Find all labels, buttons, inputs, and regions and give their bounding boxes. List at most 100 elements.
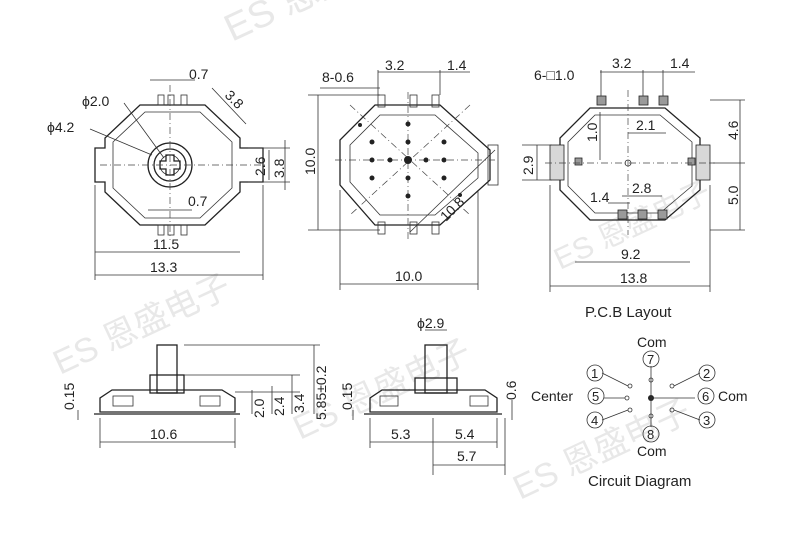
pin bbox=[409, 94, 418, 108]
dim-pcb-pitch: 3.2 bbox=[612, 55, 632, 71]
bottom-pin bbox=[180, 224, 188, 236]
dim-pitch: 3.2 bbox=[385, 57, 405, 73]
contact bbox=[627, 407, 633, 413]
leader-ring bbox=[89, 128, 153, 156]
dim-inner-width: 11.5 bbox=[153, 236, 179, 252]
top-pin bbox=[157, 94, 165, 106]
top-view-inner-outline bbox=[112, 111, 233, 219]
contact bbox=[669, 407, 675, 413]
dim-pcb-pad-pitch: 1.4 bbox=[670, 55, 690, 71]
shaft-collar bbox=[414, 377, 458, 394]
dim-side-large: 3.8 bbox=[271, 158, 287, 178]
side-view-left: 0.15 2.0 2.4 3.4 5.85±0.2 10.6 bbox=[61, 344, 329, 448]
side-body bbox=[369, 389, 498, 413]
rotated-view: 8-0.6 3.2 1.4 10.0 10.8 10.0 bbox=[302, 57, 499, 290]
dim-left-height: 2.9 bbox=[520, 155, 536, 175]
pin bbox=[409, 221, 418, 235]
watermark-2: ES 恩盛电子 bbox=[47, 267, 236, 382]
dim-pad-spec: 6-□1.0 bbox=[534, 67, 575, 83]
top-pin bbox=[180, 94, 188, 106]
pin-label-1: 1 bbox=[591, 366, 598, 381]
side-notch bbox=[199, 395, 221, 407]
pin-circle-2 bbox=[698, 364, 716, 382]
pin bbox=[431, 94, 440, 108]
pcb-pad-small bbox=[574, 157, 583, 166]
side-tab bbox=[487, 144, 499, 186]
pin-label-6: 6 bbox=[702, 389, 709, 404]
dim-h-small: 2.1 bbox=[636, 117, 656, 133]
top-view: 0.7 3.8 ϕ2.0 ϕ4.2 2.6 3.8 0.7 11.5 13.3 bbox=[47, 66, 290, 280]
dim-right-half: 5.4 bbox=[455, 426, 475, 442]
dim-pin-pitch: 1.4 bbox=[447, 57, 467, 73]
pin bbox=[377, 221, 386, 235]
dim-right-lower: 5.0 bbox=[725, 185, 741, 205]
dim-height: 10.0 bbox=[302, 148, 318, 175]
pin-label-3: 3 bbox=[703, 413, 710, 428]
pin-label-5: 5 bbox=[592, 389, 599, 404]
dim-left-tab: 0.15 bbox=[61, 383, 77, 410]
pcb-pad bbox=[658, 95, 669, 106]
center-label: Center bbox=[531, 388, 573, 404]
com-label-bottom: Com bbox=[637, 443, 667, 459]
circuit-wire bbox=[601, 409, 629, 421]
dim-h2: 2.4 bbox=[271, 396, 287, 416]
pin-circle-8 bbox=[642, 425, 660, 443]
rotated-body bbox=[339, 104, 491, 226]
dim-total-height: 5.85±0.2 bbox=[313, 365, 329, 420]
bottom-pin bbox=[157, 224, 165, 236]
dim-right-offset: 5.7 bbox=[457, 448, 477, 464]
contact bbox=[669, 383, 675, 389]
side-body bbox=[99, 389, 236, 413]
circuit-diagram: 1 2 3 4 5 6 7 8 Com Com Com Center Circu… bbox=[531, 334, 748, 490]
watermark-1: ES 恩盛电子 bbox=[218, 0, 429, 50]
pcb-layout-title: P.C.B Layout bbox=[585, 304, 672, 321]
dim-right-tab: 0.6 bbox=[503, 380, 519, 400]
bottom-pin bbox=[167, 224, 175, 236]
circuit-diagram-title: Circuit Diagram bbox=[588, 473, 691, 490]
dim-pcb-overall-width: 13.8 bbox=[620, 270, 647, 286]
pcb-right-tab bbox=[695, 144, 711, 181]
dim-h3: 3.4 bbox=[291, 393, 307, 413]
circuit-wire bbox=[601, 372, 629, 387]
top-view-body bbox=[94, 104, 264, 226]
pin-circle-3 bbox=[698, 411, 716, 429]
rotated-hole-grid bbox=[358, 121, 462, 199]
dim-right-upper: 4.6 bbox=[725, 120, 741, 140]
pin-label-2: 2 bbox=[703, 366, 710, 381]
leader-knob bbox=[123, 102, 165, 159]
pin-label-4: 4 bbox=[591, 413, 598, 428]
dim-bottom-pitch: 1.4 bbox=[590, 189, 610, 205]
dim-bottom-span: 2.8 bbox=[632, 180, 652, 196]
contact bbox=[624, 395, 630, 401]
dim-bottom-gap: 0.7 bbox=[188, 193, 208, 209]
pcb-layout: 6-□1.0 3.2 1.4 1.0 2.1 4.6 5.0 2.9 1.4 2… bbox=[520, 55, 745, 321]
dim-diagonal: 10.8 bbox=[437, 193, 468, 224]
pcb-pad bbox=[657, 209, 668, 220]
dim-line bbox=[409, 149, 496, 233]
contact bbox=[648, 413, 654, 419]
side-view-right: ϕ2.9 0.15 0.6 5.3 5.4 5.7 bbox=[339, 315, 519, 475]
side-notch bbox=[469, 395, 489, 407]
dim-ring-dia: ϕ4.2 bbox=[47, 119, 75, 135]
dim-knob-dia: ϕ2.0 bbox=[82, 93, 110, 109]
dim-pcb-inner-width: 9.2 bbox=[621, 246, 641, 262]
pin-label-7: 7 bbox=[647, 352, 654, 367]
shaft bbox=[156, 344, 178, 394]
dim-side-width: 10.6 bbox=[150, 426, 177, 442]
pin bbox=[431, 221, 440, 235]
dim-right-tab-left: 0.15 bbox=[339, 383, 355, 410]
dim-left-half: 5.3 bbox=[391, 426, 411, 442]
dim-width: 10.0 bbox=[395, 268, 422, 284]
pcb-pad bbox=[617, 209, 628, 220]
pin-circle-4 bbox=[586, 411, 604, 429]
com-label-top: Com bbox=[637, 334, 667, 350]
pcb-pad bbox=[596, 95, 607, 106]
pcb-pad-small bbox=[687, 157, 696, 166]
pin-circle-6 bbox=[697, 387, 715, 405]
dim-v-small: 1.0 bbox=[584, 122, 600, 142]
side-notch bbox=[112, 395, 134, 407]
pin bbox=[377, 94, 386, 108]
pin-label-8: 8 bbox=[647, 427, 654, 442]
circuit-wire bbox=[673, 409, 701, 421]
